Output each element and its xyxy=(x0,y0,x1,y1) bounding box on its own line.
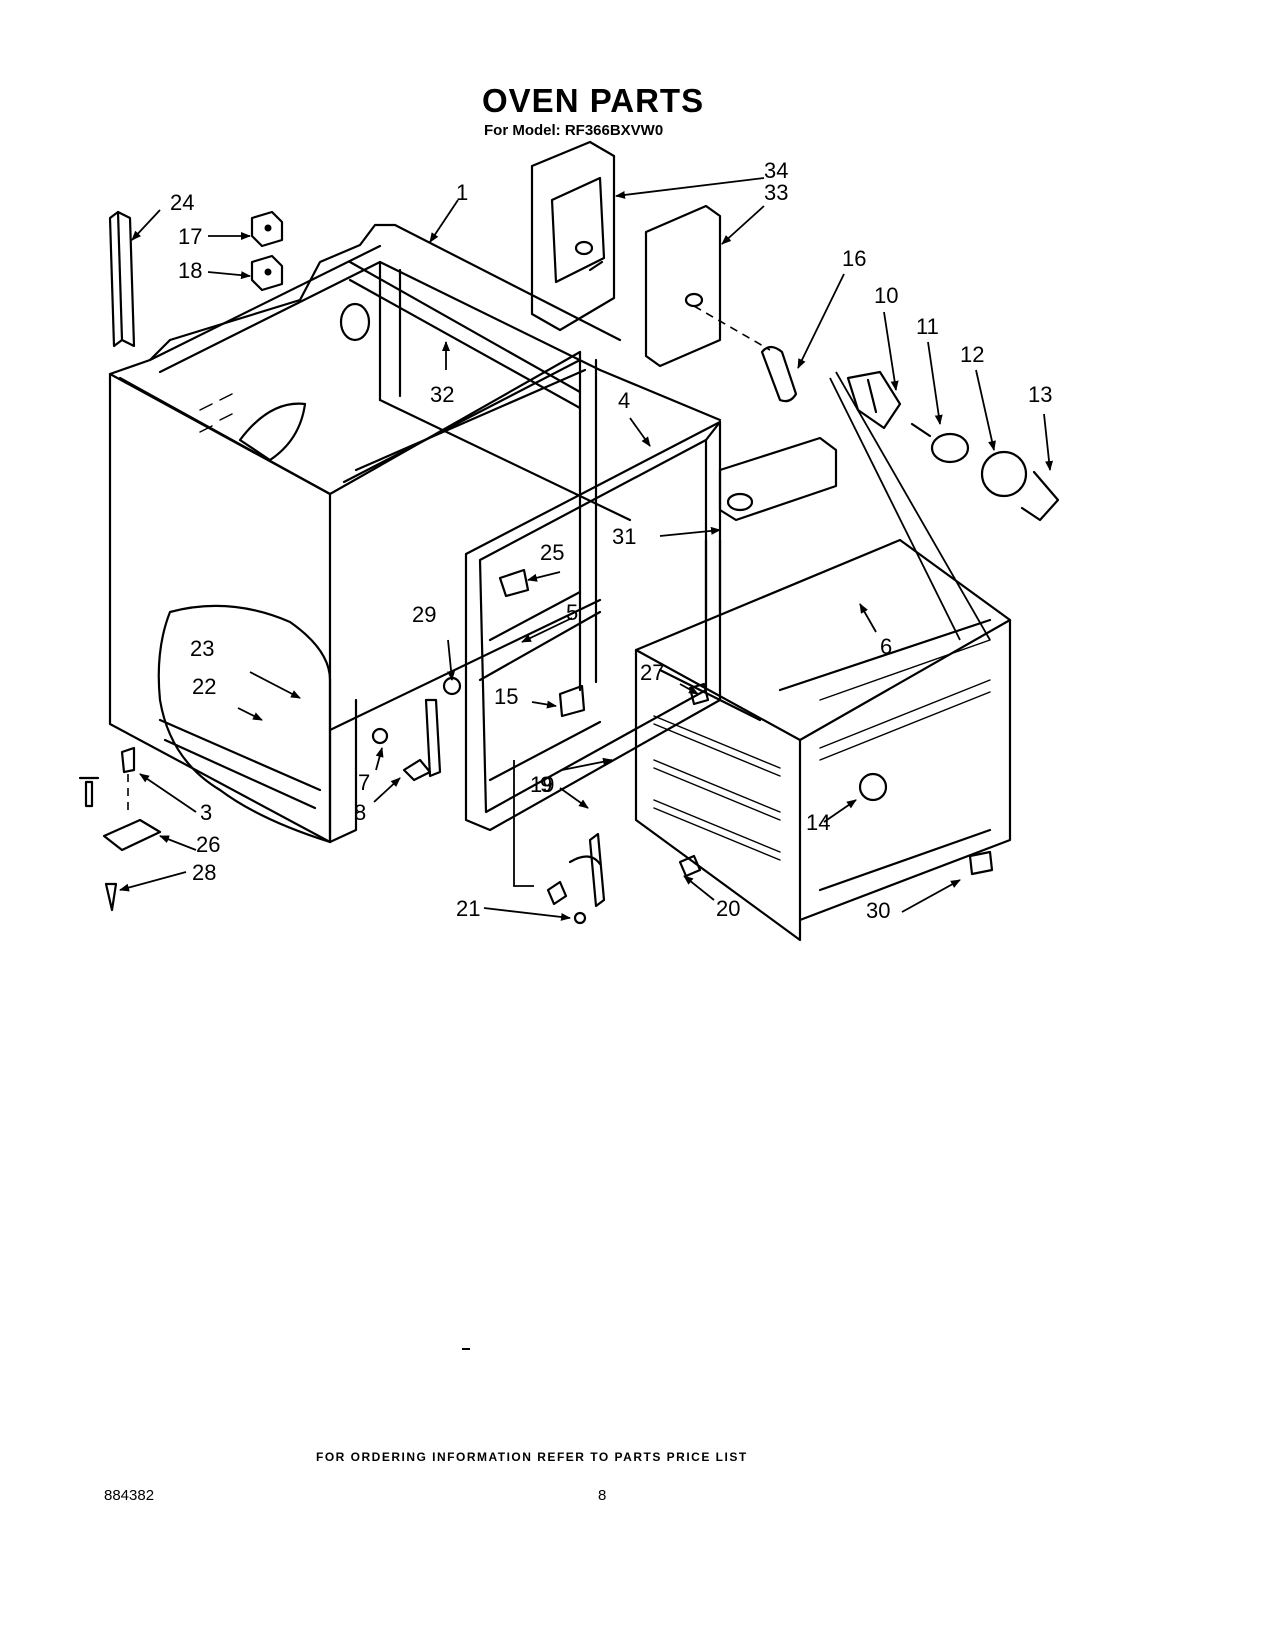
callout-24: 24 xyxy=(170,190,194,215)
vent-assembly xyxy=(530,140,771,368)
callout-14: 14 xyxy=(806,810,830,835)
callout-25: 25 xyxy=(540,540,564,565)
document-number: 884382 xyxy=(104,1487,155,1504)
callout-21: 21 xyxy=(456,896,480,921)
callout-27: 27 xyxy=(640,660,664,685)
callout-17: 17 xyxy=(178,224,202,249)
callout-5: 5 xyxy=(566,600,578,625)
front-frame xyxy=(464,420,722,832)
callout-34: 34 xyxy=(764,158,788,183)
callout-7: 7 xyxy=(358,770,370,795)
oven-cavity xyxy=(634,538,1012,942)
callout-1: 1 xyxy=(456,180,468,205)
callout-16: 16 xyxy=(842,246,866,271)
callout-11: 11 xyxy=(916,314,939,339)
page-number: 8 xyxy=(598,1487,607,1504)
callout-3: 3 xyxy=(200,800,212,825)
callout-labels: 1 3 4 5 6 7 8 9 10 11 12 13 14 15 16 17 … xyxy=(170,158,1052,923)
scan-speck xyxy=(462,1348,470,1350)
callout-30: 30 xyxy=(866,898,890,923)
callout-29: 29 xyxy=(412,602,436,627)
small-hardware xyxy=(78,568,994,925)
callout-12: 12 xyxy=(960,342,984,367)
cabinet-body xyxy=(108,223,722,844)
callout-20: 20 xyxy=(716,896,740,921)
callout-18: 18 xyxy=(178,258,202,283)
callout-33: 33 xyxy=(764,180,788,205)
callout-4: 4 xyxy=(618,388,630,413)
burner-housing xyxy=(704,436,838,622)
callout-26: 26 xyxy=(196,832,220,857)
model-line: For Model: RF366BXVW0 xyxy=(484,122,664,139)
callout-22: 22 xyxy=(192,674,216,699)
callout-32: 32 xyxy=(430,382,454,407)
callout-6: 6 xyxy=(880,634,892,659)
oven-light-assembly xyxy=(829,370,1060,641)
callout-9: 9 xyxy=(540,772,552,797)
callout-31: 31 xyxy=(612,524,636,549)
leader-lines xyxy=(119,177,1054,921)
callout-13: 13 xyxy=(1028,382,1052,407)
callout-19: 19 xyxy=(530,772,554,797)
page-title: OVEN PARTS xyxy=(482,82,705,119)
callout-28: 28 xyxy=(192,860,216,885)
rear-hardware xyxy=(108,210,284,348)
vent-tube xyxy=(760,345,798,403)
callout-15: 15 xyxy=(494,684,518,709)
callout-10: 10 xyxy=(874,283,898,308)
callout-23: 23 xyxy=(190,636,214,661)
callout-8: 8 xyxy=(354,800,366,825)
ordering-note: FOR ORDERING INFORMATION REFER TO PARTS … xyxy=(316,1450,748,1464)
